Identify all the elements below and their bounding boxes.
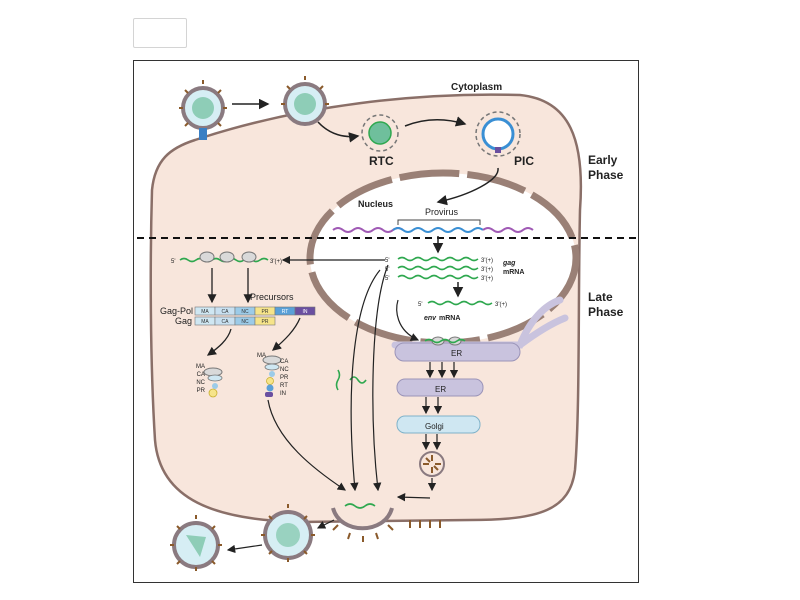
late-phase-label-2: Phase xyxy=(588,305,624,319)
virion-binding xyxy=(179,80,227,140)
domain-label-ca: CA xyxy=(222,319,230,325)
gag-label: gag xyxy=(502,260,516,267)
protein-label-pr: PR xyxy=(197,388,206,394)
host-dna-left xyxy=(332,227,404,233)
provirus-label: Provirus xyxy=(425,207,459,217)
five-prime-3: 5' xyxy=(385,276,389,282)
env-mrna-strand xyxy=(427,300,493,306)
early-phase-label-1: Early xyxy=(588,153,618,167)
domain-label-nc: NC xyxy=(241,309,249,315)
gag-mrna-strands xyxy=(397,256,479,280)
domain-label-ma: MA xyxy=(201,319,209,325)
budding-virion xyxy=(331,503,394,542)
protein-label-ma: MA xyxy=(257,353,266,359)
three-prime-3: 3'(+) xyxy=(481,276,493,282)
env-vesicle xyxy=(419,451,445,477)
domain-label-nc: NC xyxy=(241,319,249,325)
gag-precursor: MA CA NC PR xyxy=(194,316,276,326)
cytoplasm-label: Cytoplasm xyxy=(451,82,502,93)
right-protein-labels: MA CA NC PR RT IN xyxy=(257,353,289,397)
cyto-five-prime: 5' xyxy=(171,259,175,265)
protein-label-ma: MA xyxy=(196,364,205,370)
er-label-2: ER xyxy=(435,385,446,394)
domain-pr xyxy=(254,316,276,326)
nucleus-label: Nucleus xyxy=(358,199,393,209)
domain-label-rt: RT xyxy=(282,309,289,315)
mature-virion xyxy=(170,515,222,571)
er-label-1: ER xyxy=(451,349,462,358)
virion-fusing xyxy=(281,76,329,126)
domain-label-ma: MA xyxy=(201,309,209,315)
protein-label-ca: CA xyxy=(197,372,205,378)
ribosomes-cyto xyxy=(199,251,257,263)
domain-label-ca: CA xyxy=(222,309,230,315)
rtc-label: RTC xyxy=(369,154,394,168)
provirus-dna xyxy=(392,227,484,233)
five-prime-1: 5' xyxy=(385,258,389,264)
pic-label: PIC xyxy=(514,154,534,168)
protein-label-pr: PR xyxy=(280,375,289,381)
protein-label-nc: NC xyxy=(196,380,205,386)
protein-label-in: IN xyxy=(280,391,286,397)
pic-complex xyxy=(475,111,521,157)
processed-gag xyxy=(203,367,223,398)
domain-label-pr: PR xyxy=(262,309,269,315)
gag-pol-precursor: MA CA NC PR RT IN xyxy=(194,306,316,316)
membrane-spikes xyxy=(409,520,441,528)
env-label: env xyxy=(424,315,437,322)
rna-fragment-1 xyxy=(335,369,341,391)
late-phase-label-1: Late xyxy=(588,290,613,304)
domain-label-pr: PR xyxy=(262,319,269,325)
rtc-complex xyxy=(361,114,399,152)
domain-in xyxy=(294,306,316,316)
er-membrane-1 xyxy=(391,296,569,349)
three-prime-1: 3'(+) xyxy=(481,258,493,264)
immature-virion xyxy=(261,504,315,562)
left-protein-labels: MA CA NC PR xyxy=(196,364,206,394)
env-mrna-label: mRNA xyxy=(439,315,460,322)
window-tab[interactable] xyxy=(133,18,187,48)
domain-label-in: IN xyxy=(303,309,308,315)
protein-label-nc: NC xyxy=(280,367,289,373)
cyto-three-prime: 3'(+) xyxy=(270,259,282,265)
env-five-prime: 5' xyxy=(418,302,422,308)
er-2 xyxy=(396,378,484,397)
five-prime-2: 5' xyxy=(385,267,389,273)
host-dna-right xyxy=(482,227,534,233)
gag-pol-label: Gag-Pol xyxy=(160,306,193,316)
protein-label-rt: RT xyxy=(280,383,288,389)
three-prime-2: 3'(+) xyxy=(481,267,493,273)
golgi-label: Golgi xyxy=(425,422,444,431)
env-three-prime: 3'(+) xyxy=(495,302,507,308)
early-phase-label-2: Phase xyxy=(588,168,624,182)
precursors-label: Precursors xyxy=(250,292,294,302)
gag-mrna-label: mRNA xyxy=(503,269,524,276)
processed-gag-pol xyxy=(262,355,282,397)
golgi xyxy=(396,415,481,434)
gag-precursor-label: Gag xyxy=(175,316,192,326)
protein-label-ca: CA xyxy=(280,359,288,365)
